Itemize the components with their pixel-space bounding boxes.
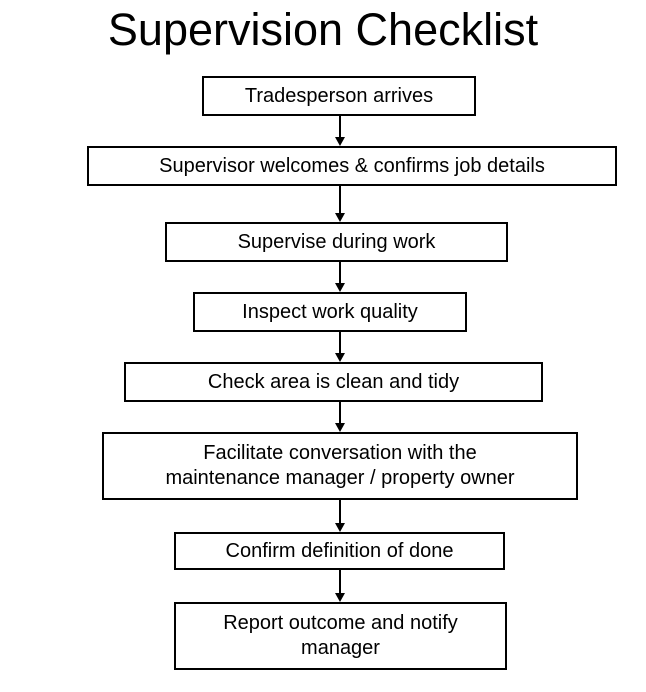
- flow-arrowhead-icon-7: [335, 593, 345, 602]
- flow-node-label: Tradesperson arrives: [244, 84, 434, 107]
- flow-node-4[interactable]: Inspect work quality: [193, 292, 467, 332]
- flow-arrow-line-7: [339, 570, 341, 594]
- flow-arrow-line-2: [339, 186, 341, 214]
- flow-arrowhead-icon-6: [335, 523, 345, 532]
- flow-node-label: Inspect work quality: [242, 300, 418, 323]
- flow-node-1[interactable]: Tradesperson arrives: [202, 76, 476, 116]
- flow-arrowhead-icon-2: [335, 213, 345, 222]
- flow-arrowhead-icon-5: [335, 423, 345, 432]
- page-title: Supervision Checklist: [107, 4, 539, 55]
- flow-arrowhead-icon-1: [335, 137, 345, 146]
- flow-node-label: Supervisor welcomes & confirms job detai…: [159, 154, 545, 177]
- flow-node-2[interactable]: Supervisor welcomes & confirms job detai…: [87, 146, 617, 186]
- flow-node-label: Report outcome and notify manager: [223, 612, 458, 659]
- flow-node-8[interactable]: Report outcome and notify manager: [174, 602, 507, 670]
- flow-arrowhead-icon-3: [335, 283, 345, 292]
- flow-arrowhead-icon-4: [335, 353, 345, 362]
- flow-node-7[interactable]: Confirm definition of done: [174, 532, 505, 570]
- flow-arrow-line-6: [339, 500, 341, 524]
- flow-arrow-line-5: [339, 402, 341, 424]
- flow-node-label: Supervise during work: [237, 230, 436, 253]
- flow-node-6[interactable]: Facilitate conversation with the mainten…: [102, 432, 578, 500]
- flow-node-label: Facilitate conversation with the mainten…: [165, 442, 515, 489]
- flow-arrow-line-4: [339, 332, 341, 354]
- flow-node-3[interactable]: Supervise during work: [165, 222, 508, 262]
- flow-node-5[interactable]: Check area is clean and tidy: [124, 362, 543, 402]
- flow-arrow-line-3: [339, 262, 341, 284]
- flow-arrow-line-1: [339, 116, 341, 138]
- flow-node-label: Check area is clean and tidy: [207, 370, 460, 393]
- flow-node-label: Confirm definition of done: [225, 539, 454, 562]
